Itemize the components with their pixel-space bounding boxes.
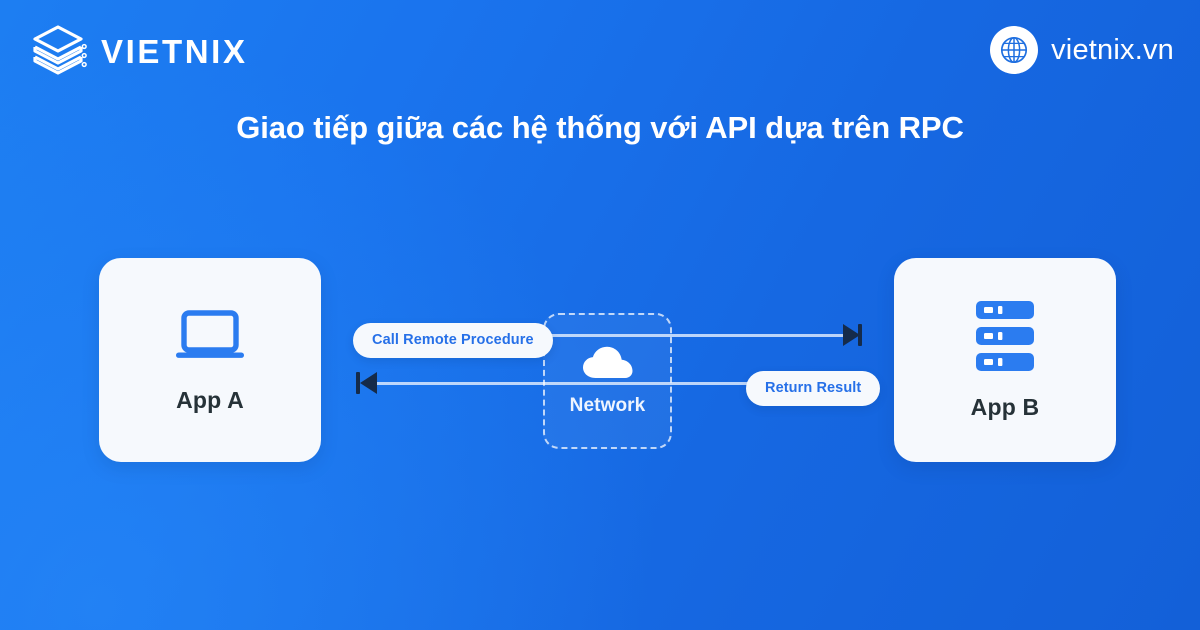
site-url-label: vietnix.vn bbox=[1051, 33, 1174, 66]
arrow-right-icon bbox=[843, 324, 860, 346]
server-rack-icon bbox=[974, 300, 1036, 372]
app-b-card: App B bbox=[894, 258, 1116, 462]
network-label: Network bbox=[569, 395, 646, 416]
app-a-card: App A bbox=[99, 258, 321, 462]
connector-line-return bbox=[372, 382, 842, 385]
app-a-label: App A bbox=[176, 386, 244, 413]
arrow-left-stem-icon bbox=[356, 372, 360, 394]
cloud-icon bbox=[581, 345, 635, 381]
connector-line-call bbox=[374, 334, 844, 337]
return-result-label: Return Result bbox=[746, 371, 881, 406]
app-b-label: App B bbox=[970, 393, 1040, 420]
call-remote-procedure-label: Call Remote Procedure bbox=[353, 323, 553, 358]
arrow-right-stem-icon bbox=[858, 324, 862, 346]
stacked-layers-logo-icon bbox=[28, 22, 88, 80]
page-title: Giao tiếp giữa các hệ thống với API dựa … bbox=[236, 110, 964, 145]
brand-logo-left: VIETNIX bbox=[28, 22, 248, 80]
laptop-icon bbox=[171, 307, 249, 365]
network-node: Network bbox=[543, 313, 672, 449]
globe-icon bbox=[990, 26, 1039, 74]
brand-site-right[interactable]: vietnix.vn bbox=[990, 26, 1174, 74]
arrow-left-icon bbox=[360, 372, 377, 394]
brand-wordmark: VIETNIX bbox=[101, 32, 248, 70]
